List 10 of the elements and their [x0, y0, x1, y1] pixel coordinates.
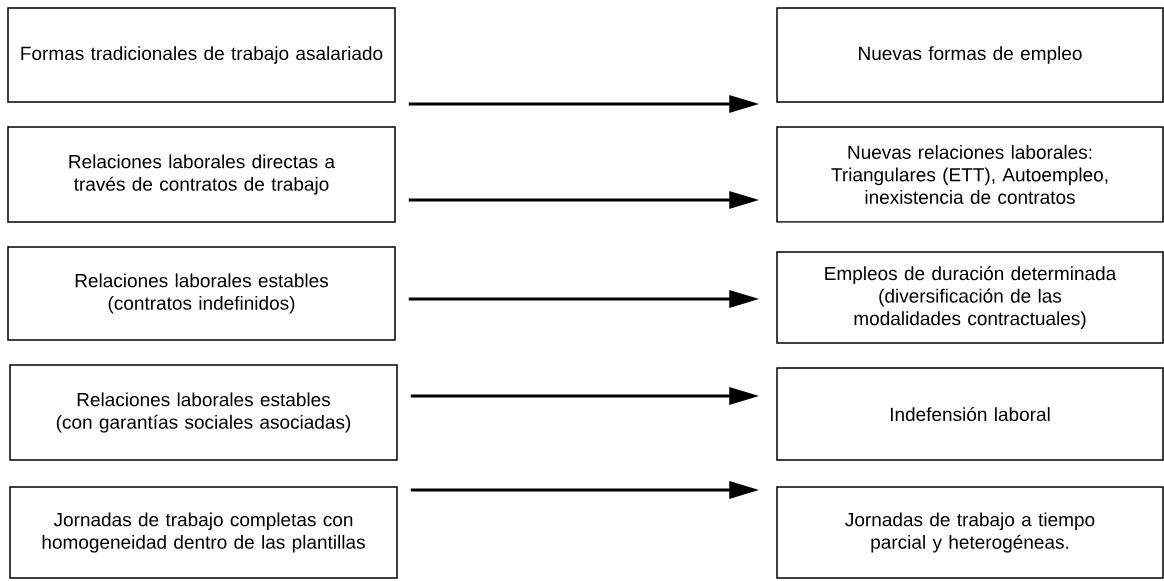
text-box: Relaciones laborales estables (contratos indefinidos): [7, 246, 396, 341]
text-box: Indefensión laboral: [776, 367, 1164, 461]
text-box: Relaciones laborales directas a través de contratos de trabajo: [7, 126, 396, 223]
text-box: Nuevas formas de empleo: [776, 7, 1164, 103]
text-box: Empleos de duración determinada (diversificación de las modalidades contractuales): [776, 251, 1164, 344]
text-box: Jornadas de trabajo completas con homogeneidad dentro de las plantillas: [9, 486, 398, 579]
text-box: Nuevas relaciones laborales: Triangulares (ETT), Autoempleo, inexistencia de contratos: [776, 126, 1164, 223]
text-box: Relaciones laborales estables (con garantías sociales asociadas): [9, 364, 398, 461]
text-box: Formas tradicionales de trabajo asalariado: [7, 7, 396, 103]
text-box: Jornadas de trabajo a tiempo parcial y heterogéneas.: [776, 486, 1164, 579]
